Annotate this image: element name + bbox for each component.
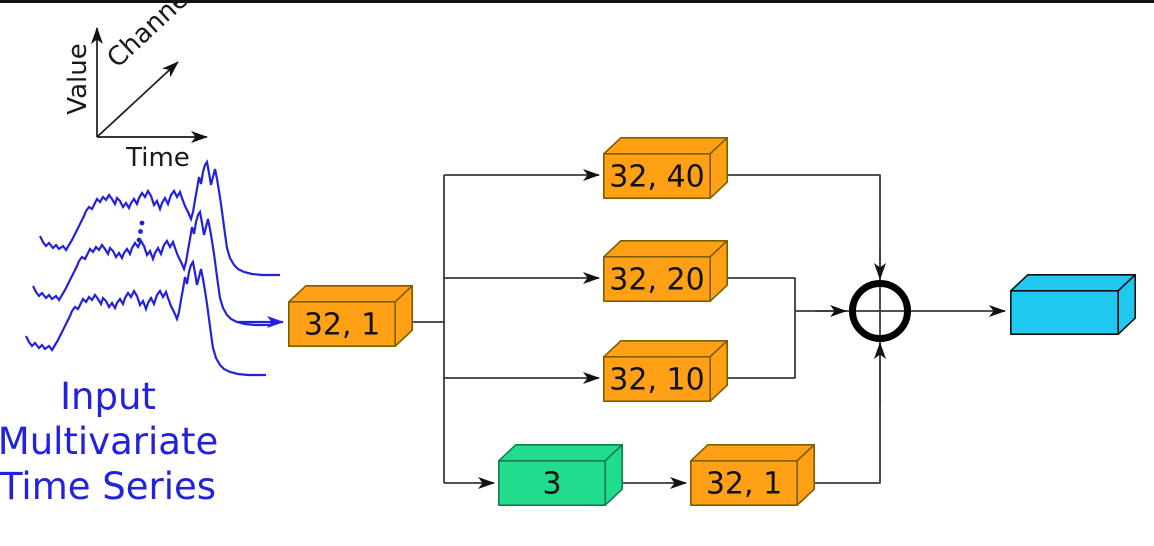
value-axis-label: Value	[63, 43, 93, 115]
input-caption-line: Time Series	[0, 465, 217, 508]
node-label: 3	[542, 467, 561, 502]
wire-branch-low-out	[727, 311, 796, 379]
time-series-curves	[24, 160, 282, 377]
box-front-face	[498, 459, 606, 506]
input-caption-line: Multivariate	[0, 420, 219, 463]
box-front-face	[288, 300, 396, 347]
box-top-face	[498, 444, 623, 462]
node-label: 32, 1	[304, 308, 380, 343]
channel-axis-arrow	[96, 61, 179, 138]
node-label: 32, 10	[609, 363, 704, 398]
box-top-face	[288, 285, 413, 303]
node-label: 32, 20	[609, 263, 704, 298]
wire-branch-mid-out	[727, 277, 796, 311]
box-top-face	[603, 340, 728, 358]
box-front-face	[603, 355, 711, 402]
input-caption-line: Input	[60, 375, 156, 418]
box-top-face	[1010, 274, 1136, 292]
node-stem: 32, 1	[288, 285, 413, 347]
node-branch-top: 32, 40	[603, 137, 728, 199]
box-top-face	[603, 137, 728, 155]
input-caption: Input Multivariate Time Series	[0, 374, 220, 509]
sum-icon	[849, 280, 911, 342]
box-front-face	[603, 152, 711, 199]
ellipsis-dots	[136, 220, 145, 243]
wire-outer-loop	[727, 174, 881, 484]
node-bottleneck: 3	[498, 444, 623, 506]
axes-triad	[91, 27, 208, 143]
wires	[412, 169, 1006, 489]
node-branch-mid: 32, 20	[603, 240, 728, 302]
box-top-face	[603, 240, 728, 258]
box-front-face	[690, 459, 798, 506]
time-series-curve	[38, 160, 282, 277]
node-output	[1010, 274, 1136, 335]
node-bottleneck-conv: 32, 1	[690, 444, 815, 506]
time-axis-label: Time	[126, 143, 190, 173]
node-branch-low: 32, 10	[603, 340, 728, 402]
node-label: 32, 40	[609, 160, 704, 195]
node-label: 32, 1	[706, 467, 782, 502]
box-front-face	[1010, 289, 1119, 335]
box-front-face	[603, 255, 711, 302]
box-top-face	[690, 444, 815, 462]
